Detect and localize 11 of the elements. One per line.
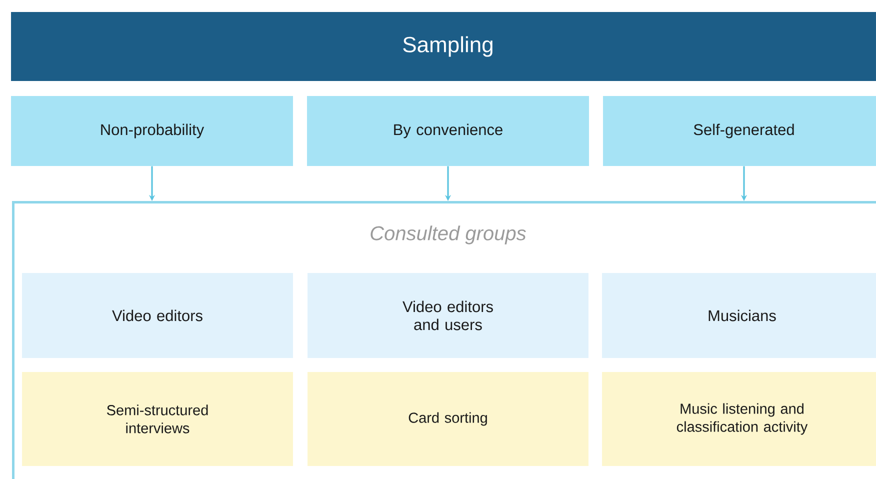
method-box: Music listening and classification activity [602,372,876,466]
title-band: Sampling [11,12,876,81]
category-box: Self-generated [603,96,876,166]
group-box: Video editors [22,273,293,358]
method-box: Semi-structured interviews [22,372,293,466]
group-box: Video editors and users [308,273,588,358]
category-box: Non-probability [11,96,293,166]
group-box: Musicians [602,273,876,358]
category-box: By convenience [307,96,589,166]
section-heading: Consulted groups [368,224,528,246]
method-box: Card sorting [308,372,588,466]
